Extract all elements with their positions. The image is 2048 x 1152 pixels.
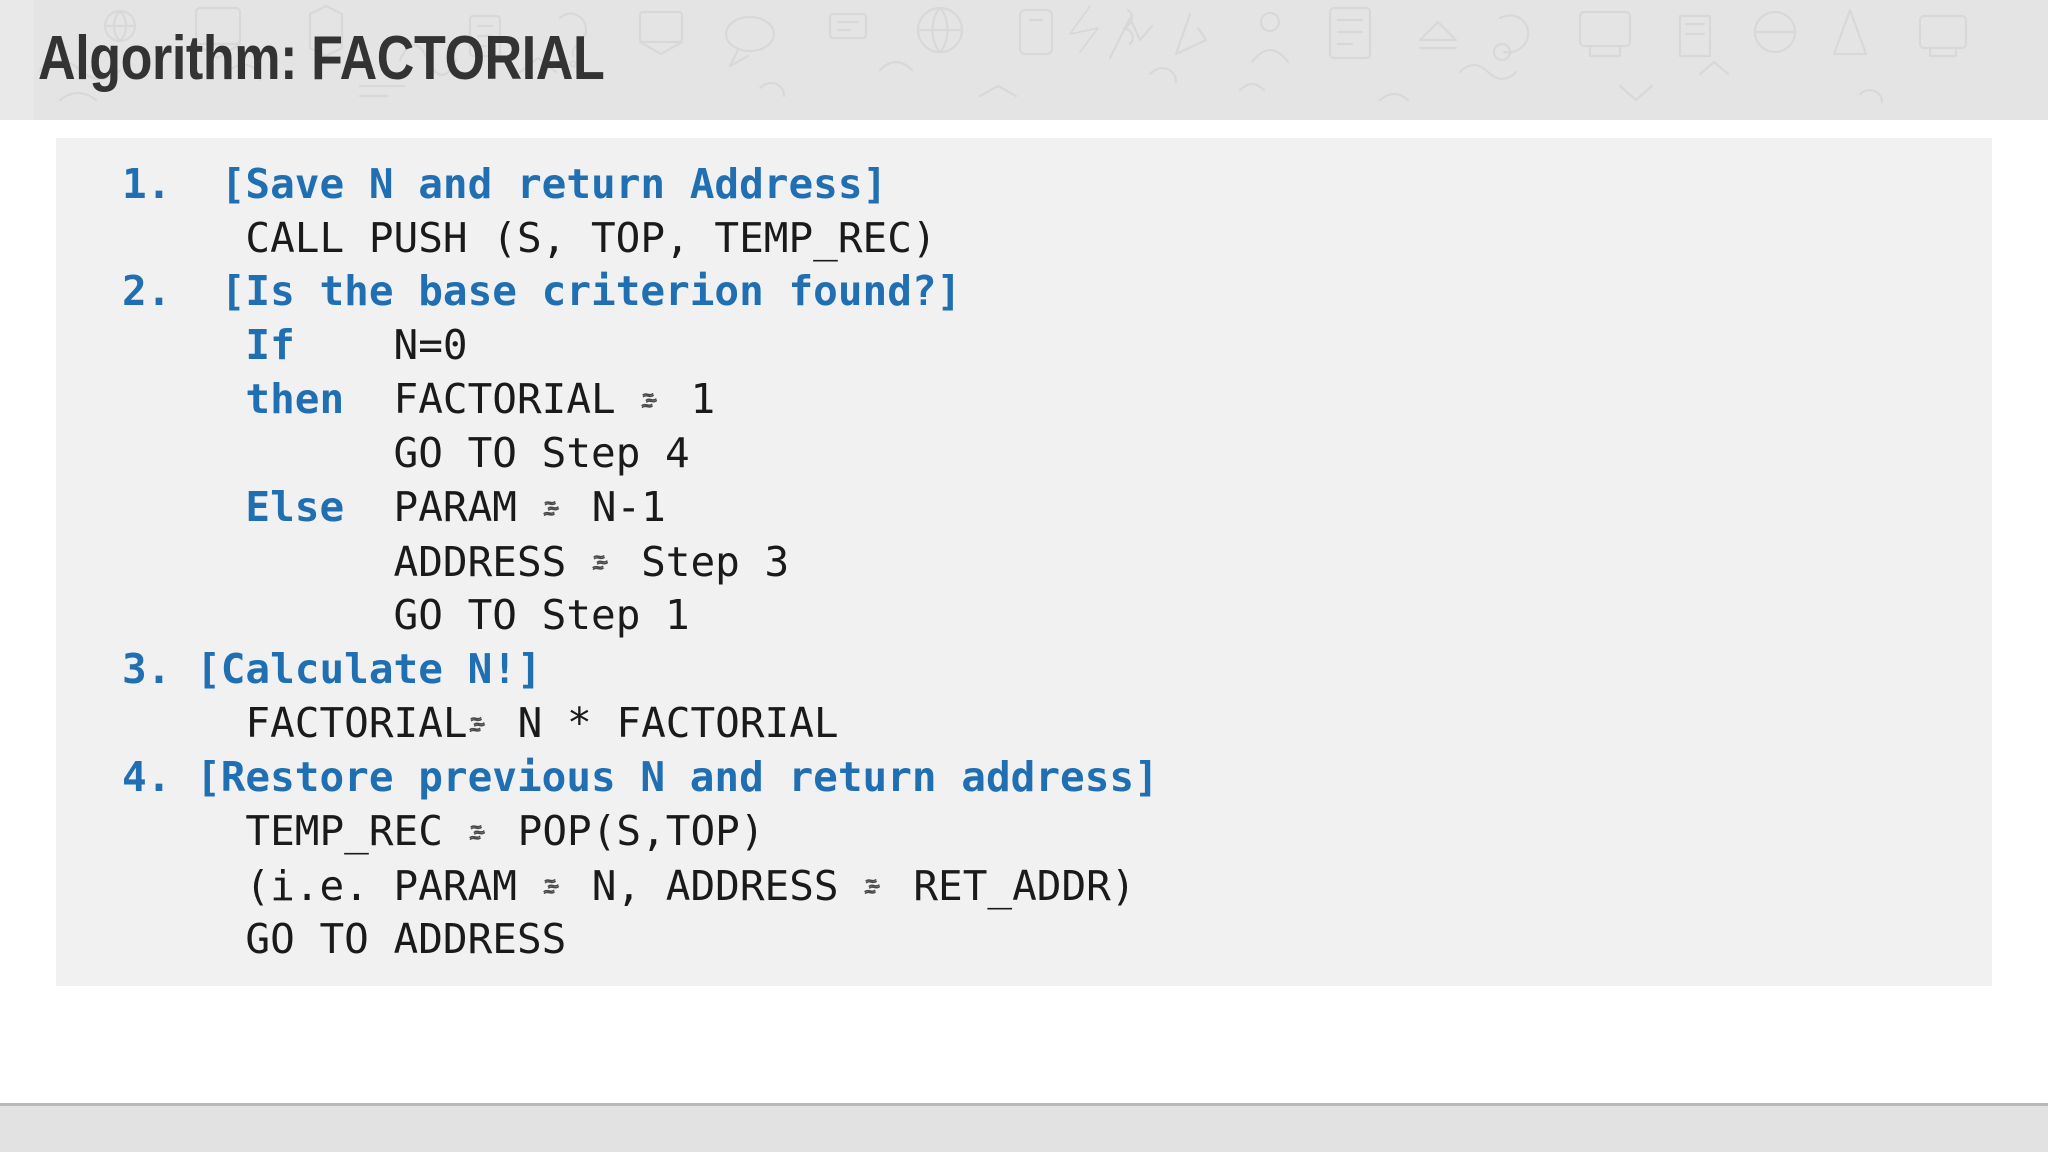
algorithm-code-line: ADDRESS Step 3 bbox=[56, 535, 1992, 590]
algorithm-panel: 1. [Save N and return Address] CALL PUSH… bbox=[56, 138, 1992, 986]
line-text: CALL PUSH (S, TOP, TEMP_REC) bbox=[245, 213, 937, 262]
slide-header: Algorithm: FACTORIAL bbox=[0, 0, 2048, 120]
assign-lhs: PARAM bbox=[393, 483, 542, 531]
algorithm-code-line: FACTORIAL N * FACTORIAL bbox=[56, 696, 1992, 751]
line-indent bbox=[122, 807, 245, 855]
line-indent bbox=[122, 321, 245, 369]
assign-lhs: ADDRESS bbox=[393, 537, 592, 586]
line-text: GO TO ADDRESS bbox=[245, 915, 567, 963]
slide-footer bbox=[0, 1106, 2048, 1152]
algorithm-step-heading: 2. [Is the base criterion found?] bbox=[56, 265, 1992, 319]
line-text: GO TO Step 4 bbox=[393, 428, 690, 477]
line-indent bbox=[122, 591, 394, 639]
line-gap bbox=[295, 321, 394, 369]
header-left-accent bbox=[0, 0, 34, 120]
step-number: 2. bbox=[122, 267, 172, 315]
assign-rhs: N * FACTORIAL bbox=[493, 699, 839, 747]
line-indent bbox=[122, 862, 245, 910]
line-text: GO TO Step 1 bbox=[393, 591, 690, 639]
line-gap bbox=[344, 483, 393, 531]
algorithm-code-line: GO TO Step 4 bbox=[56, 427, 1992, 481]
algorithm-step-heading: 1. [Save N and return Address] bbox=[56, 158, 1992, 212]
assign-lhs: TEMP_REC bbox=[245, 807, 468, 855]
assign-seg3: RET_ADDR) bbox=[888, 861, 1136, 910]
header-divider bbox=[0, 120, 2048, 126]
assignment-arrow-icon bbox=[468, 696, 493, 737]
step-number: 3. bbox=[122, 644, 172, 693]
assignment-arrow-icon bbox=[468, 804, 493, 845]
algorithm-steps-list: 1. [Save N and return Address] CALL PUSH… bbox=[56, 158, 1992, 967]
algorithm-code-line: then FACTORIAL 1 bbox=[56, 372, 1992, 427]
step-number: 1. bbox=[122, 160, 172, 208]
assign-rhs: Step 3 bbox=[616, 537, 790, 586]
step-gap bbox=[171, 753, 196, 801]
keyword-then: then bbox=[245, 375, 345, 423]
keyword-else: Else bbox=[245, 483, 345, 531]
line-indent bbox=[122, 699, 245, 747]
page-title: Algorithm: FACTORIAL bbox=[38, 24, 605, 93]
footer-divider bbox=[0, 1103, 2048, 1106]
algorithm-code-line: CALL PUSH (S, TOP, TEMP_REC) bbox=[56, 212, 1992, 266]
assign-seg1: (i.e. PARAM bbox=[245, 861, 542, 910]
assign-rhs: N-1 bbox=[567, 483, 666, 531]
assign-rhs: POP(S,TOP) bbox=[493, 807, 765, 855]
step-gap bbox=[171, 645, 196, 693]
algorithm-step-heading: 4. [Restore previous N and return addres… bbox=[56, 751, 1992, 805]
assignment-arrow-icon bbox=[863, 859, 888, 900]
line-indent bbox=[122, 538, 394, 586]
step-title: [Restore previous N and return address] bbox=[196, 752, 1159, 801]
line-indent bbox=[122, 915, 245, 963]
step-title: [Is the base criterion found?] bbox=[220, 267, 962, 315]
assign-rhs: 1 bbox=[665, 375, 716, 423]
algorithm-code-line: TEMP_REC POP(S,TOP) bbox=[56, 804, 1992, 859]
algorithm-code-line: (i.e. PARAM N, ADDRESS RET_ADDR) bbox=[56, 859, 1992, 914]
step-title: [Save N and return Address] bbox=[220, 160, 888, 208]
assign-lhs: FACTORIAL bbox=[245, 699, 468, 747]
line-indent bbox=[122, 375, 245, 423]
keyword-if: If bbox=[245, 320, 295, 369]
assignment-arrow-icon bbox=[640, 372, 665, 413]
assignment-arrow-icon bbox=[542, 859, 567, 900]
line-indent bbox=[122, 483, 245, 531]
line-indent bbox=[122, 214, 245, 262]
step-title: [Calculate N!] bbox=[196, 644, 542, 693]
line-text: N=0 bbox=[393, 320, 468, 369]
step-gap bbox=[171, 267, 220, 315]
algorithm-code-line: Else PARAM N-1 bbox=[56, 480, 1992, 535]
assign-lhs: FACTORIAL bbox=[393, 375, 641, 423]
algorithm-code-line: GO TO ADDRESS bbox=[56, 913, 1992, 967]
algorithm-code-line: If N=0 bbox=[56, 319, 1992, 373]
step-gap bbox=[171, 160, 220, 208]
assignment-arrow-icon bbox=[591, 535, 616, 576]
line-gap bbox=[344, 375, 393, 423]
step-number: 4. bbox=[122, 752, 172, 801]
assign-seg2: N, ADDRESS bbox=[567, 861, 864, 910]
algorithm-step-heading: 3. [Calculate N!] bbox=[56, 643, 1992, 697]
assignment-arrow-icon bbox=[542, 480, 567, 521]
algorithm-code-line: GO TO Step 1 bbox=[56, 589, 1992, 643]
line-indent bbox=[122, 429, 394, 477]
